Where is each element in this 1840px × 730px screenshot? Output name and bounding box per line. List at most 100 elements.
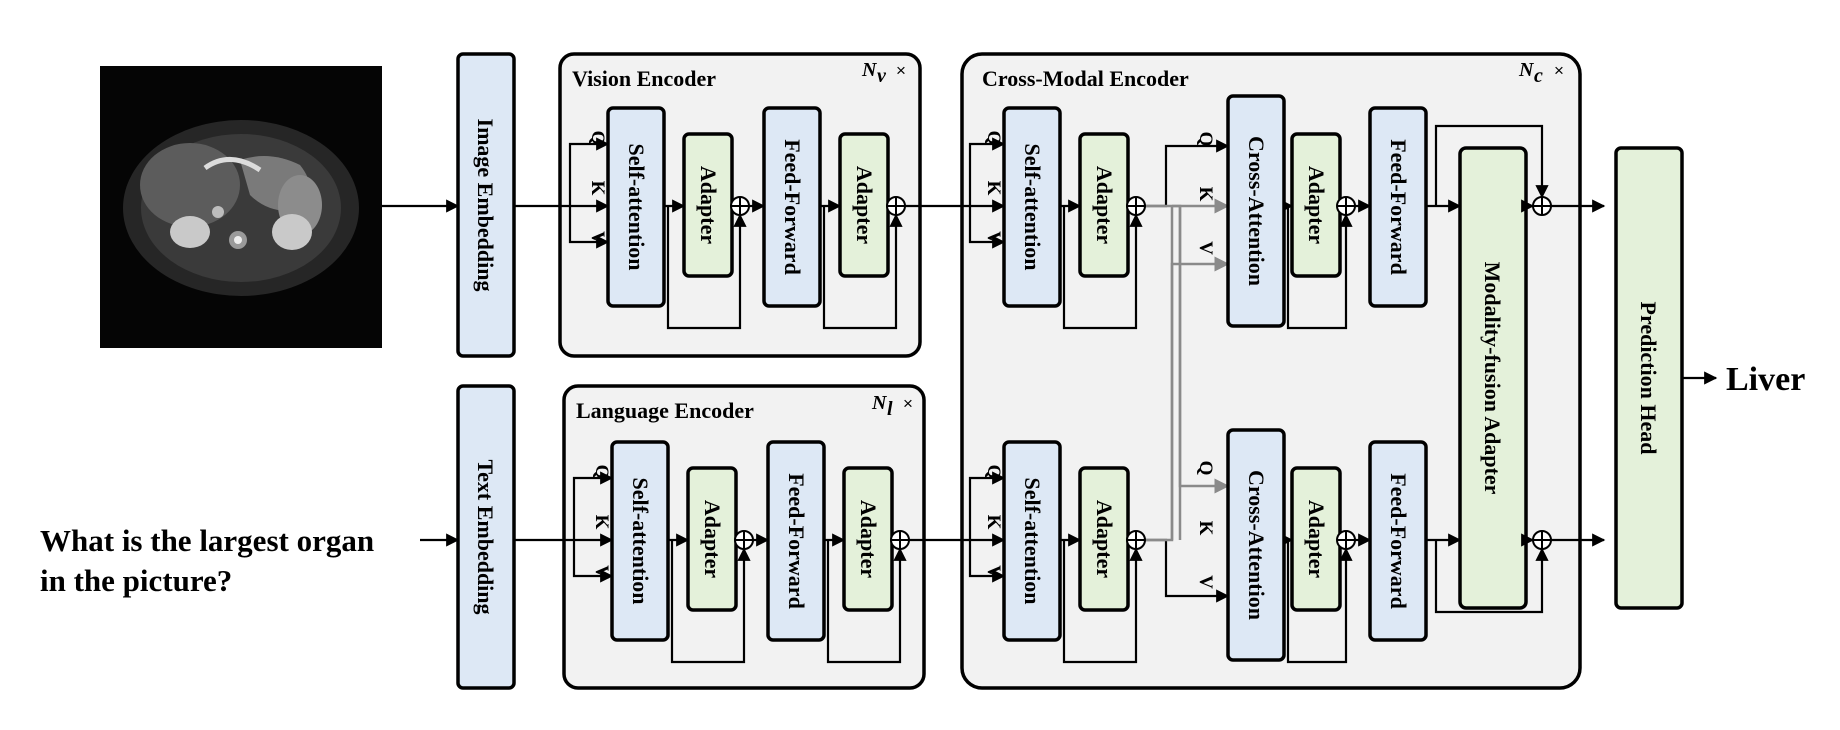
language-q-line <box>572 471 614 540</box>
connections-layer <box>382 124 1718 664</box>
cross-bottom-q-line <box>968 471 1006 540</box>
cross-bottom-ca-adapter: Adapter <box>1290 466 1342 612</box>
circled-plus-icon <box>890 530 910 550</box>
svg-text:N: N <box>861 59 878 81</box>
circled-plus-icon <box>1532 530 1552 550</box>
vision-encoder-title: Vision Encoder <box>572 66 716 91</box>
language-ff-adapter: Adapter <box>842 466 894 612</box>
circled-plus-icon <box>1126 196 1146 216</box>
image-embedding-label: Image Embedding <box>473 119 498 292</box>
language-residual <box>670 540 751 664</box>
qkv-label-v: V <box>983 231 1004 245</box>
cross-top-v-line <box>968 206 1006 249</box>
vision-ff-residual <box>822 206 903 330</box>
language-feed-forward-label: Feed-Forward <box>784 473 809 609</box>
answer-label: Liver <box>1726 361 1805 398</box>
vision-ff-adapter: Adapter <box>838 132 890 278</box>
question-line-2: in the picture? <box>40 563 232 598</box>
cross-bottom-adapter-label: Adapter <box>1092 500 1117 578</box>
modality-fusion-adapter-label: Modality-fusion Adapter <box>1480 262 1505 495</box>
svg-text:×: × <box>903 394 913 413</box>
circled-plus-icon <box>886 196 906 216</box>
cross-bottom-residual <box>1062 540 1143 664</box>
cross-bottom-cross-attention-label: Cross-Attention <box>1244 470 1269 620</box>
cross-top-adapter: Adapter <box>1078 132 1130 278</box>
vision-feed-forward-label: Feed-Forward <box>780 139 805 275</box>
circled-plus-icon <box>1336 196 1356 216</box>
prediction-head-label: Prediction Head <box>1636 302 1661 455</box>
modality-fusion-adapter-block: Modality-fusion Adapter <box>1458 146 1528 610</box>
qkv-label-v: V <box>587 231 608 245</box>
qkv-label-q: Q <box>587 131 608 146</box>
qkv-label-v: V <box>1195 575 1216 589</box>
question-line-1: What is the largest organ <box>40 523 374 558</box>
vision-residual <box>666 206 747 330</box>
cross-modal-repeat-marker: N c × <box>1518 59 1564 87</box>
cross-bottom-v-line <box>968 540 1006 583</box>
vision-adapter-label: Adapter <box>696 166 721 244</box>
svg-text:N: N <box>871 392 888 414</box>
circled-plus-icon <box>730 196 750 216</box>
cross-bottom-cm-feed-forward: Feed-Forward <box>1368 440 1428 642</box>
cross-top-residual <box>1062 206 1143 330</box>
language-feed-forward: Feed-Forward <box>766 440 826 642</box>
circled-plus-icon <box>734 530 754 550</box>
qkv-label-k: K <box>591 515 612 530</box>
language-repeat-marker: N l × <box>871 392 913 420</box>
language-adapter: Adapter <box>686 466 738 612</box>
cross-top-cm-feed-forward-label: Feed-Forward <box>1386 139 1411 275</box>
cross-modal-encoder-title: Cross-Modal Encoder <box>982 66 1189 91</box>
vision-repeat-marker: N v × <box>861 59 906 87</box>
cross-bottom-self-attention-label: Self-attention <box>1020 477 1045 604</box>
cross-top-cross-attention-label: Cross-Attention <box>1244 136 1269 286</box>
qkv-label-k: K <box>983 515 1004 530</box>
qkv-label-k: K <box>1195 521 1216 536</box>
cross-top-cross-attention: Cross-Attention <box>1226 94 1286 328</box>
top-fusion-skip <box>1434 124 1549 206</box>
cross-bottom-adapter: Adapter <box>1078 466 1130 612</box>
image-embedding-block: Image Embedding <box>456 52 516 358</box>
cross-top-self-attention: Self-attention <box>1002 106 1062 308</box>
cross-top-ca-adapter-label: Adapter <box>1304 166 1329 244</box>
prediction-head-block: Prediction Head <box>1614 146 1684 610</box>
cross-top-ca-residual <box>1286 206 1353 330</box>
language-self-attention-label: Self-attention <box>628 477 653 604</box>
svg-text:×: × <box>896 61 906 80</box>
vision-adapter: Adapter <box>682 132 734 278</box>
cross-bottom-self-attention: Self-attention <box>1002 440 1062 642</box>
language-self-attention: Self-attention <box>610 440 670 642</box>
svg-text:c: c <box>1534 65 1543 87</box>
cross-top-ca-adapter: Adapter <box>1290 132 1342 278</box>
svg-text:v: v <box>877 65 887 87</box>
language-encoder-title: Language Encoder <box>576 398 754 423</box>
svg-text:×: × <box>1554 61 1564 80</box>
mri-scan-image <box>100 66 382 348</box>
language-adapter-label: Adapter <box>700 500 725 578</box>
circled-plus-icon <box>1336 530 1356 550</box>
cross-top-cm-feed-forward: Feed-Forward <box>1368 106 1428 308</box>
vision-v-line <box>568 206 610 249</box>
qkv-label-v: V <box>1195 241 1216 255</box>
qkv-label-k: K <box>1195 187 1216 202</box>
qkv-label-q: Q <box>983 465 1004 480</box>
qkv-label-k: K <box>587 181 608 196</box>
qkv-label-k: K <box>983 181 1004 196</box>
svg-text:N: N <box>1518 59 1535 81</box>
cross-bottom-cm-feed-forward-label: Feed-Forward <box>1386 473 1411 609</box>
svg-text:l: l <box>887 398 893 420</box>
qkv-label-q: Q <box>1195 461 1216 476</box>
vision-ff-adapter-label: Adapter <box>852 166 877 244</box>
circled-plus-icon <box>1532 196 1552 216</box>
text-embedding-label: Text Embedding <box>473 459 498 614</box>
bottom-fusion-skip <box>1434 540 1549 614</box>
language-ff-residual <box>826 540 907 664</box>
vision-self-attention: Self-attention <box>606 106 666 308</box>
circled-plus-icon <box>1126 530 1146 550</box>
text-embedding-block: Text Embedding <box>456 384 516 690</box>
cross-bottom-ca-residual <box>1286 540 1353 664</box>
qkv-label-q: Q <box>1195 132 1216 147</box>
qkv-label-v: V <box>983 565 1004 579</box>
qkv-label-q: Q <box>983 131 1004 146</box>
